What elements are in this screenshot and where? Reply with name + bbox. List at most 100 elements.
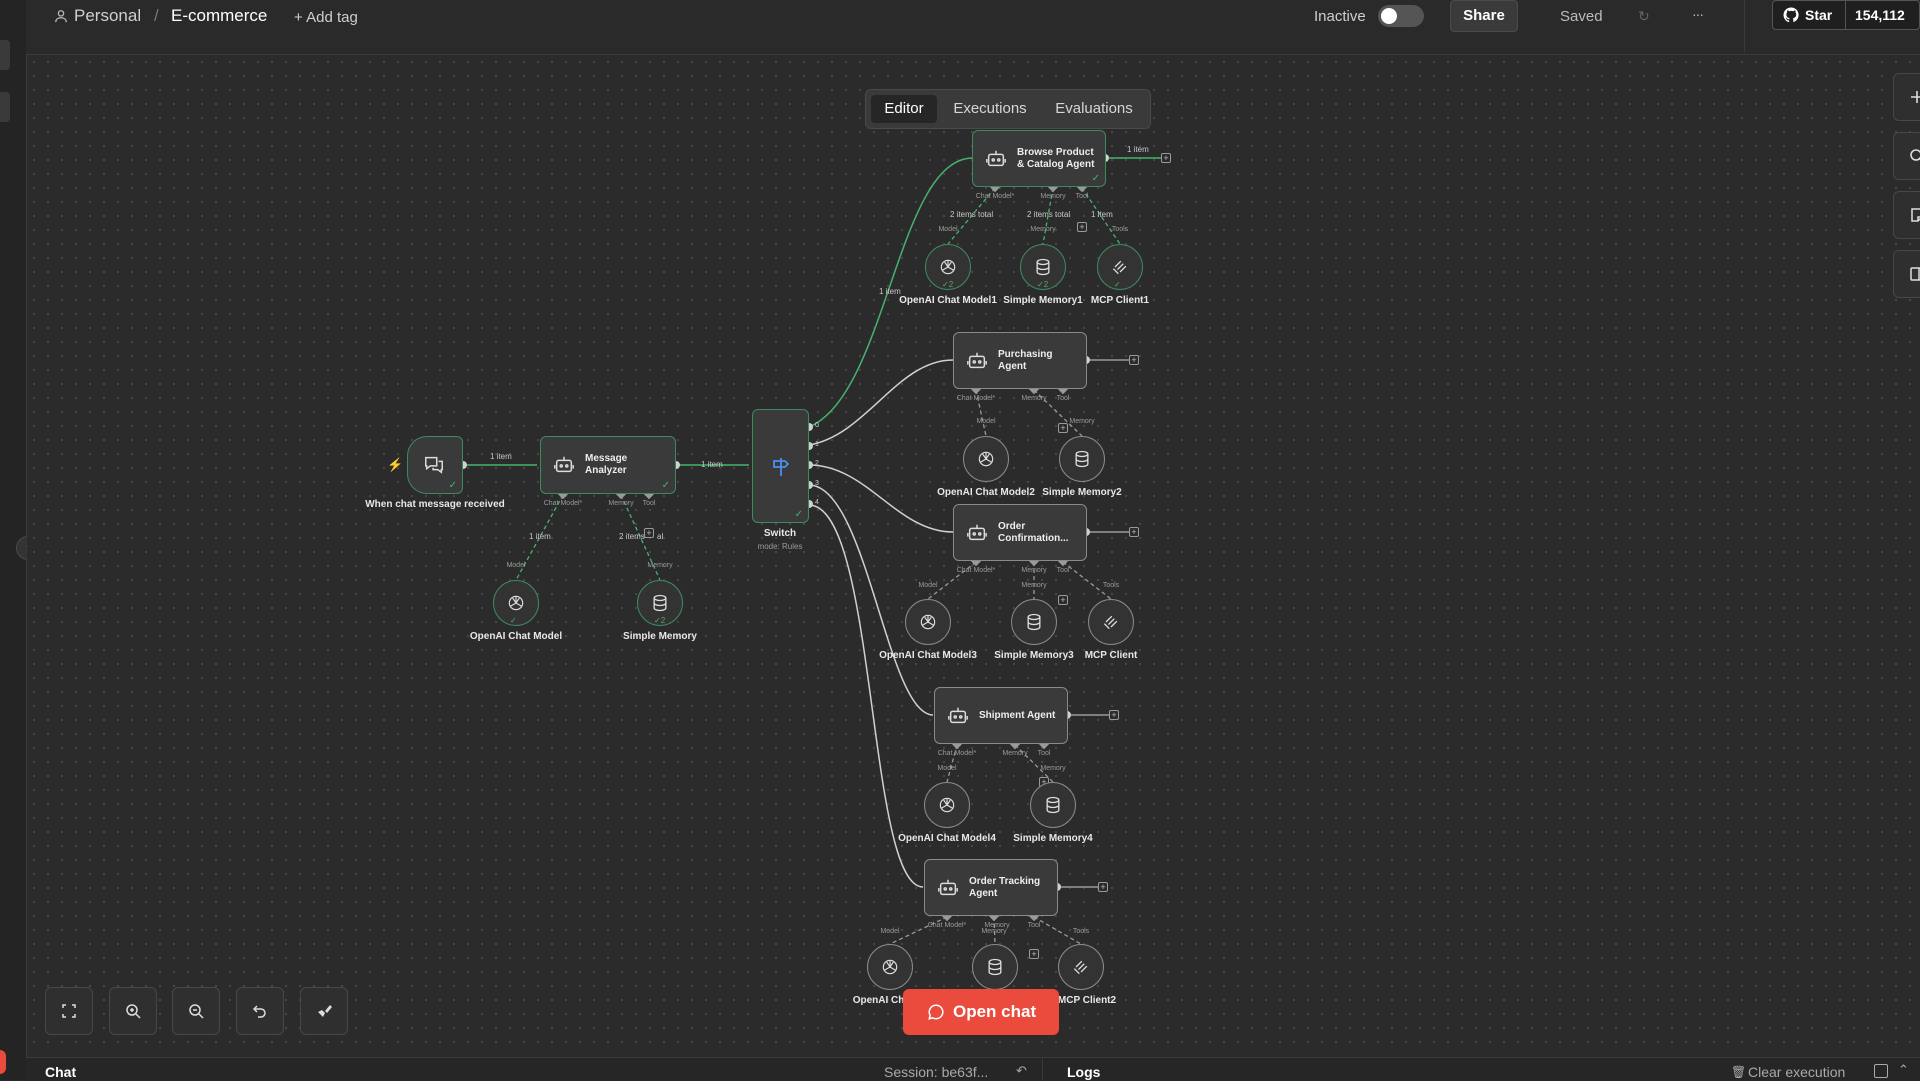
simple-memory4-node[interactable] [1030,782,1076,828]
order-tracking-agent-node[interactable]: Order Tracking Agent [924,859,1058,916]
add-node-button[interactable]: + [1098,882,1108,892]
chat-bubbles-icon [423,454,445,476]
reply-icon[interactable]: ↶ [1016,1063,1027,1079]
simple-memory2-node[interactable] [1059,436,1105,482]
sidebar-stub[interactable] [0,40,10,70]
add-node-button[interactable]: + [1129,527,1139,537]
popout-icon[interactable] [1874,1064,1888,1078]
workflow-name[interactable]: E-commerce [171,6,267,26]
mcp-client2-node[interactable] [1058,944,1104,990]
node-title: Browse Product & Catalog Agent [1017,147,1097,171]
mcp-client1-node[interactable]: ✓ [1097,244,1143,290]
node-title: Purchasing Agent [998,349,1078,373]
sidebar-stub[interactable] [0,92,10,122]
active-toggle[interactable] [1378,5,1424,27]
add-tool-button[interactable]: + [1029,949,1039,959]
switch-node[interactable]: ✓ [752,409,809,523]
switch-mode: mode: Rules [758,542,803,551]
robot-icon [553,454,575,476]
openai-chat-model4-node[interactable] [924,782,970,828]
shipment-agent-node[interactable]: Shipment Agent [934,687,1068,744]
connection-line [809,485,933,715]
port-label: Memory [1002,750,1027,757]
add-node-button[interactable]: + [1109,710,1119,720]
node-label: Simple Memory [623,631,697,643]
open-chat-button[interactable]: Open chat [903,989,1059,1035]
port-label: Tool [1028,922,1041,929]
add-node-button[interactable]: + [1161,153,1171,163]
logs-panel-title[interactable]: Logs [1067,1064,1100,1080]
fit-view-button[interactable] [45,987,93,1035]
collapse-icon[interactable]: ⌃ [1898,1062,1909,1078]
connection-label: 1 item [529,532,551,541]
simple-memory1-node[interactable]: ✓2 [1020,244,1066,290]
port-label: Model [918,582,937,589]
connection-label: 1 item [1127,145,1149,154]
tidy-up-button[interactable] [300,987,348,1035]
tab-evaluations[interactable]: Evaluations [1044,95,1144,123]
add-tag-button[interactable]: + Add tag [294,8,358,28]
connection-label: 2 items total [950,210,993,219]
simple-memory3-node[interactable] [1011,599,1057,645]
mcp-client-node[interactable] [1088,599,1134,645]
share-button[interactable]: Share [1450,0,1518,32]
success-check-icon: ✓ [1114,280,1121,289]
simple-memory5-node[interactable] [972,944,1018,990]
node-label: Simple Memory2 [1042,487,1121,499]
connection-label: 1 item [1091,210,1113,219]
node-label: MCP Client [1085,650,1138,662]
chat-panel-title[interactable]: Chat [45,1064,76,1080]
add-tool-button[interactable]: + [1077,222,1087,232]
openai-chat-model-node[interactable]: ✓ [493,580,539,626]
node-label: OpenAI Chat Model3 [879,650,977,662]
openai-chat-model2-node[interactable] [963,436,1009,482]
user-avatar[interactable] [0,1050,6,1074]
simple-memory-node[interactable]: ✓2 [637,580,683,626]
clear-execution-button[interactable]: Clear execution [1748,1064,1845,1080]
saved-status: Saved [1560,7,1603,27]
add-tool-button[interactable]: + [644,528,654,538]
tab-editor[interactable]: Editor [871,95,937,123]
purchasing-agent-node[interactable]: Purchasing Agent [953,332,1087,389]
output-index: 4 [815,499,819,506]
chat-icon [927,1003,945,1021]
port-label: Tools [1103,582,1119,589]
success-check-icon: ✓ [510,616,517,625]
openai-chat-model3-node[interactable] [905,599,951,645]
order-confirmation-node[interactable]: Order Confirmation... [953,504,1087,561]
trigger-node[interactable]: ✓ [407,436,463,494]
add-tool-button[interactable]: + [1058,423,1068,433]
add-node-button[interactable]: + [1129,355,1139,365]
tab-executions[interactable]: Executions [942,95,1038,123]
github-star-button[interactable]: Star 154,112 [1772,0,1920,30]
message-analyzer-node[interactable]: Message Analyzer ✓ [540,436,676,494]
search-nodes-button[interactable] [1893,132,1920,180]
breadcrumb-project[interactable]: Personal [74,6,141,26]
browse-product-catalog-agent-node[interactable]: Browse Product & Catalog Agent ✓ [972,130,1106,187]
port-label: Memory [1021,567,1046,574]
node-label: MCP Client2 [1058,995,1116,1007]
divider [1042,1058,1043,1081]
robot-icon [937,877,959,899]
divider [1845,1,1846,29]
node-title: Shipment Agent [979,710,1059,722]
history-icon[interactable]: ↻ [1638,8,1650,25]
session-id: Session: be63f... [884,1064,988,1080]
zoom-in-button[interactable] [109,987,157,1035]
add-tool-button[interactable]: + [1058,595,1068,605]
undo-button[interactable] [236,987,284,1035]
openai-chat-model5-node[interactable] [867,944,913,990]
more-menu-icon[interactable]: ··· [1692,6,1703,22]
port-label: Chat Model* [976,193,1015,200]
port-label: Chat Model* [957,395,996,402]
toggle-panel-button[interactable] [1893,250,1920,298]
open-chat-label: Open chat [953,1002,1036,1022]
add-node-toolbar-button[interactable] [1893,73,1920,121]
trigger-bolt-icon: ⚡ [387,457,403,473]
workflow-canvas[interactable]: Editor Executions Evaluations ⚡ ✓ When c… [27,55,1920,1055]
openai-chat-model1-node[interactable]: ✓2 [925,244,971,290]
zoom-out-button[interactable] [172,987,220,1035]
sticky-note-button[interactable] [1893,191,1920,239]
port-label: Tool [1038,750,1051,757]
port-label: Tool [1057,567,1070,574]
